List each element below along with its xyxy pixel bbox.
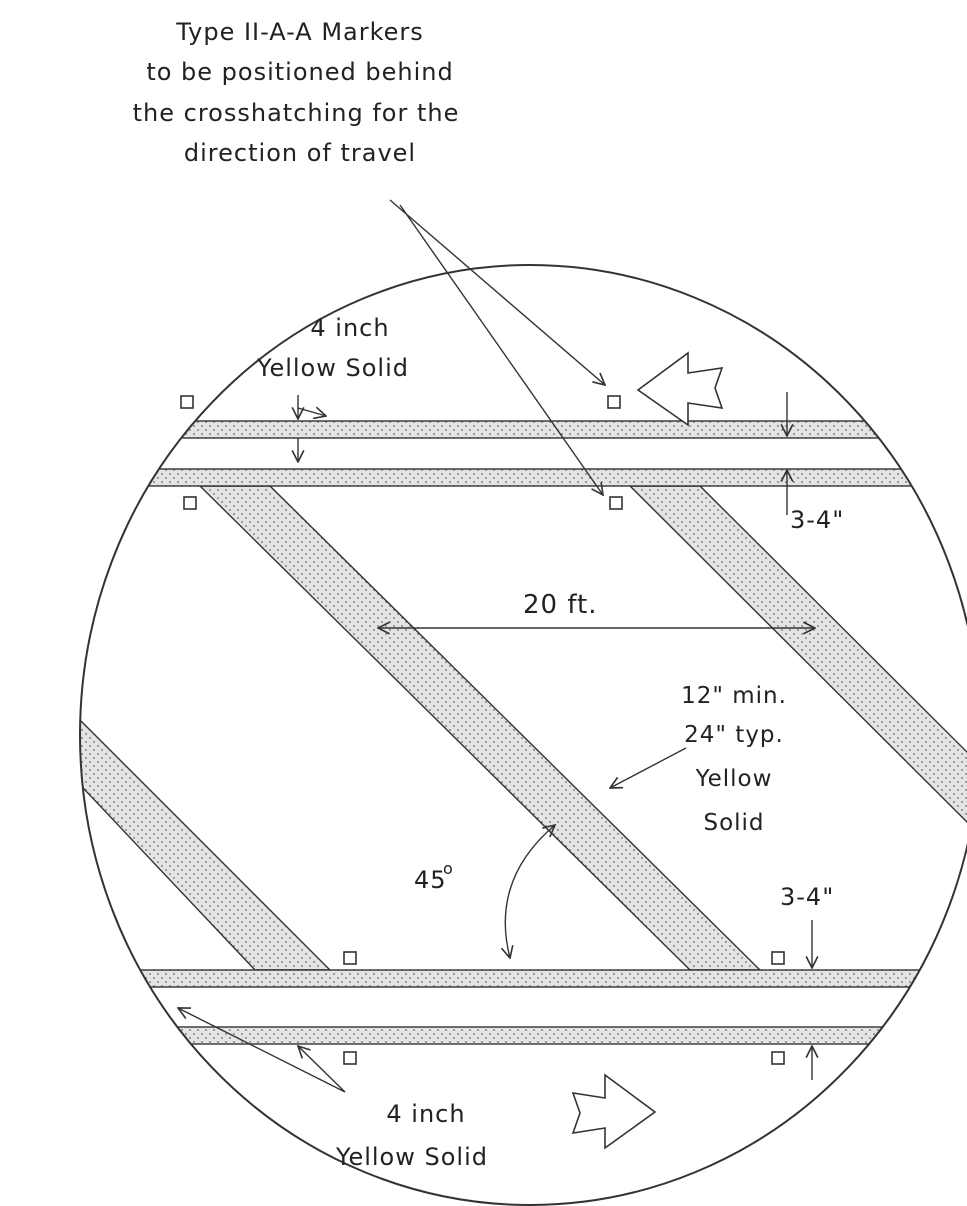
spacing-label: 20 ft. [523,590,598,620]
header-note-line-1: Type II-A-A Markers [175,18,424,46]
angle-label: 45 [414,866,447,894]
leader-arrow [389,199,605,385]
marker-icon [343,951,357,965]
marker-icon [343,1051,357,1065]
bottom-line-lower [80,1026,961,1045]
marker-icon [180,395,194,409]
detail-circle [79,264,967,1206]
diagonal-bar-2 [198,485,762,971]
angle-arc-arrow [505,825,555,958]
header-note-line-3: the crosshatching for the [133,99,460,127]
top-line-label-2: Yellow Solid [256,354,409,382]
top-line-label-1: 4 inch [310,314,389,342]
dimension-arrow [297,408,326,416]
marker-icon [771,1051,785,1065]
markers [180,395,785,1065]
header-note-line-4: direction of travel [184,139,416,167]
bottom-label-leader-arrow [178,1008,346,1093]
crosshatch-label-4: Solid [703,810,764,836]
crosshatch-leader-arrow [610,747,687,788]
diagonal-bar-3 [628,485,967,842]
leader-arrow [399,204,603,495]
gap-top-label: 3-4" [790,506,844,534]
bottom-label-leader-arrow [298,1046,346,1093]
top-line-upper [80,420,961,439]
header-note: Type II-A-A Markers to be positioned beh… [133,18,460,167]
crosshatch-label-3: Yellow [695,766,773,792]
top-line-lower [80,468,961,487]
marker-icon [771,951,785,965]
arrow-right-icon [571,1073,657,1150]
header-note-line-2: to be positioned behind [146,58,453,86]
crosshatch-label-1: 12" min. [681,683,787,709]
gap-bottom-label: 3-4" [780,883,834,911]
marker-icon [609,496,623,510]
angle-unit-label: o [443,859,454,878]
bottom-line-label-2: Yellow Solid [335,1143,488,1171]
marker-icon [607,395,621,409]
marker-icon [183,496,197,510]
crosshatch-label-2: 24" typ. [684,722,784,748]
bottom-line-label-1: 4 inch [386,1100,465,1128]
arrow-left-icon [636,351,724,427]
bottom-line-upper [80,969,961,988]
diagonal-bar-1 [80,638,332,971]
